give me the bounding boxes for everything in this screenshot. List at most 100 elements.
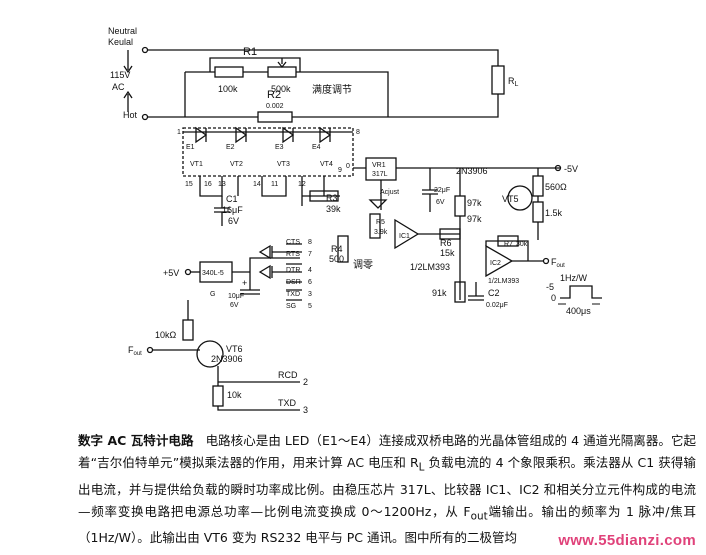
transistor-vt5 <box>507 185 533 211</box>
led-e1 <box>195 126 208 144</box>
label-p7: 7 <box>308 251 312 258</box>
label-r7: R7 <box>504 241 513 248</box>
label-g: G <box>210 291 215 298</box>
label-pin16: 16 <box>204 181 212 188</box>
resistor-560 <box>532 175 544 197</box>
label-r5v: 3.9k <box>374 229 388 236</box>
resistor-r3 <box>309 190 339 202</box>
label-vt6: VT6 <box>226 344 243 354</box>
caption-body2: 负载电流的 4 个象限乘积。乘法器从 C1 获得输出电流，并与提供给负载的瞬时功… <box>78 455 696 519</box>
rs232-wires <box>272 243 302 301</box>
label-10k: 10k <box>227 390 242 400</box>
label-pulse-m5: -5 <box>546 282 554 292</box>
label-vt6-pn: 2N3906 <box>211 354 243 364</box>
potentiometer-500k <box>267 66 297 78</box>
label-97k-b: 97k <box>467 214 482 224</box>
rs232-diodes <box>258 244 273 280</box>
label-zero: 调零 <box>353 259 373 271</box>
resistor-91k <box>454 281 466 303</box>
label-97k-a: 97k <box>467 198 482 208</box>
label-e3: E3 <box>275 144 284 151</box>
label-p3: 3 <box>308 291 312 298</box>
label-keulal: Keulal <box>108 37 133 47</box>
capacitor-22uf <box>422 168 438 212</box>
label-c1: C1 <box>226 194 238 204</box>
label-rcd: RCD <box>278 370 298 380</box>
r1-right-wire <box>296 71 389 117</box>
label-vt5: VT5 <box>502 194 519 204</box>
label-ic2: IC2 <box>490 260 501 267</box>
regulator-wiring <box>232 257 300 295</box>
shunt-resistor-r2 <box>257 111 293 123</box>
label-pin2: 2 <box>303 377 308 387</box>
label-c22v: 6V <box>436 199 445 206</box>
pulse-waveform <box>560 285 602 299</box>
label-pin15: 15 <box>185 181 193 188</box>
label-pin9: 9 <box>338 167 342 174</box>
label-hot: Hot <box>123 110 138 120</box>
label-r5: R5 <box>376 219 385 226</box>
label-pin11: 11 <box>271 181 278 188</box>
label-dtr: DTR <box>286 267 300 274</box>
label-vt2: VT2 <box>230 161 243 168</box>
label-pin0: 0 <box>346 163 350 170</box>
label-91k: 91k <box>432 288 447 298</box>
label-neutral: Neutral <box>108 26 137 36</box>
label-10uf-v: 6V <box>230 302 239 309</box>
label-vr1v: 317L <box>372 171 388 178</box>
label-lm393: 1/2LM393 <box>410 262 450 272</box>
capacitor-c1 <box>214 196 230 226</box>
label-minus5: -5V <box>564 164 578 174</box>
caption-title: 数字 AC 瓦特计电路 <box>78 433 194 448</box>
label-pin3: 3 <box>303 405 308 415</box>
label-pin8: 8 <box>356 129 360 136</box>
label-fout: Fout <box>551 257 565 269</box>
label-vr1: VR1 <box>372 162 386 169</box>
label-115v: 115V <box>110 70 130 80</box>
terminal-minus5 <box>554 164 562 172</box>
label-560: 560Ω <box>545 182 567 192</box>
label-c1v2: 6V <box>228 216 239 226</box>
label-txd2: TXD <box>278 398 297 408</box>
label-1-5k: 1.5k <box>545 208 563 218</box>
label-c1v: 16μF <box>222 205 243 215</box>
label-pin14: 14 <box>253 181 261 188</box>
label-r4v: 500 <box>329 254 344 264</box>
led-e2 <box>235 126 248 144</box>
resistor-10k <box>212 385 224 407</box>
txd-wire <box>217 406 300 411</box>
resistor-97k-a <box>454 195 466 217</box>
caption-body: 电路核心是由 LED（E1～E4）连接成双桥电路的光晶体管组成的 4 通道光隔离… <box>78 433 696 470</box>
ac-arrows <box>123 50 133 112</box>
label-pin1: 1 <box>177 129 181 136</box>
watermark: www.55dianzi.com <box>558 532 696 549</box>
caption-sub: L <box>418 461 425 474</box>
caption-body3: 端输出。输出的频率为 1 脉冲/焦耳（1Hz/W）。此输出由 VT6 变为 RS… <box>78 503 696 546</box>
label-500k: 500k <box>271 84 291 94</box>
label-pulse-0: 0 <box>551 293 556 303</box>
vt6-collector <box>217 366 300 386</box>
label-sg: SG <box>286 303 296 310</box>
label-rl: RL <box>508 76 519 88</box>
label-full-scale: 满度调节 <box>312 83 352 96</box>
label-adjust: Acjust <box>380 189 399 196</box>
led-e4 <box>319 126 332 144</box>
label-10uf: 10μF <box>228 293 244 300</box>
label-100k: 100k <box>218 84 238 94</box>
terminal-neutral <box>141 46 149 54</box>
label-c22: 22μF <box>434 187 450 194</box>
optocoupler-array <box>182 127 354 177</box>
transistor-wiring <box>199 176 325 206</box>
resistor-10k-ohm <box>182 319 194 341</box>
label-1hz: 1Hz/W <box>560 273 588 283</box>
load-resistor-rl <box>491 65 505 95</box>
neutral-wire <box>147 49 499 66</box>
comparator-ic2 <box>485 244 514 278</box>
label-400us: 400μs <box>566 306 591 316</box>
label-r7v: 30k <box>516 241 528 248</box>
label-r4: R4 <box>331 244 343 254</box>
diode-vr1 <box>368 199 388 209</box>
pot-wiper <box>277 61 287 69</box>
resistor-r5 <box>369 213 381 239</box>
capacitor-c2 <box>468 282 484 301</box>
